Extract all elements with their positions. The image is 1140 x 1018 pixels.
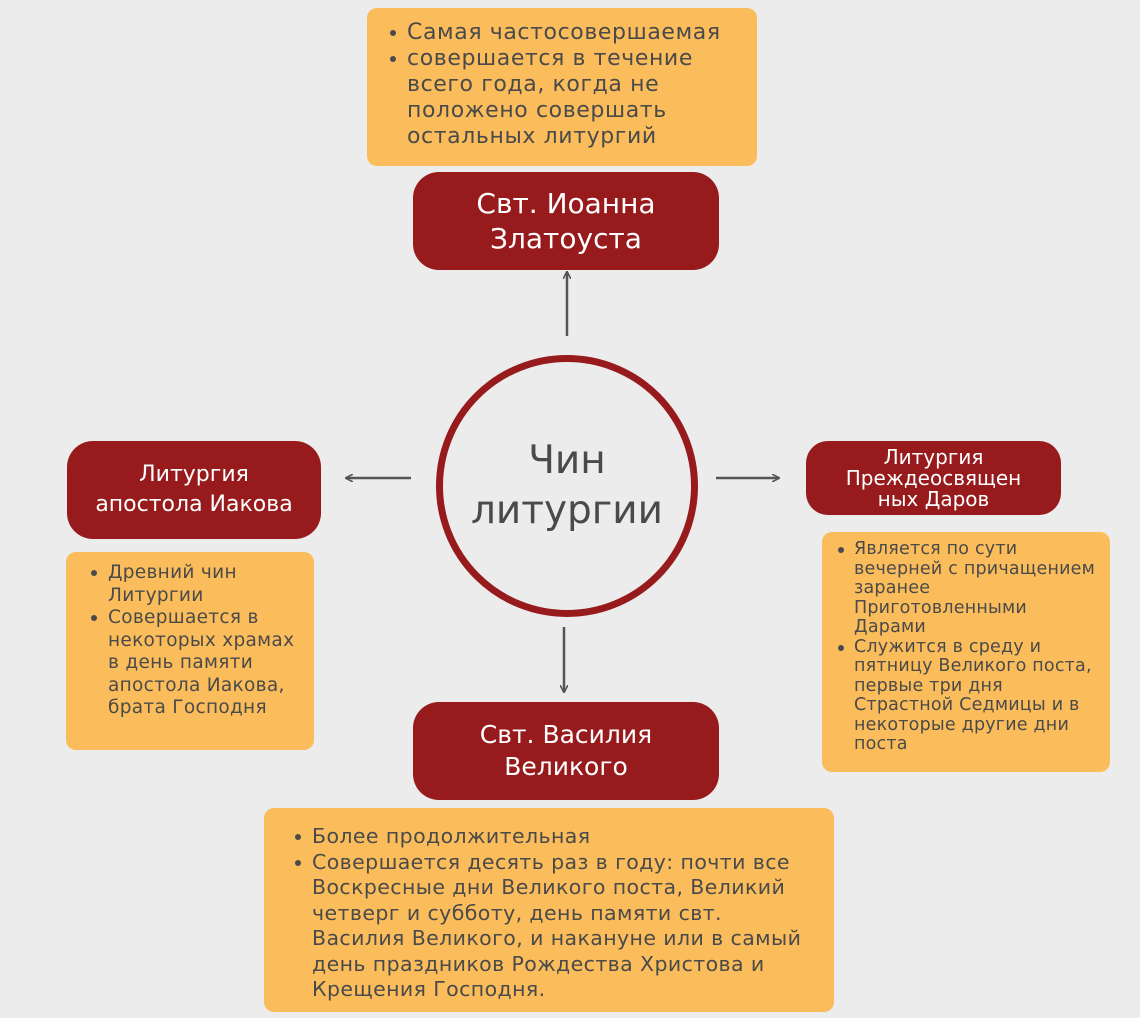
note-basil: Более продолжительная Совершается десять… (264, 808, 834, 1012)
note-james: Древний чин Литургии Совершается в некот… (66, 552, 314, 750)
node-james: Литургия апостола Иакова (67, 441, 321, 539)
node-basil-title: Свт. Василия Великого (479, 720, 653, 781)
node-presanctified: Литургия Преждеосвящен ных Даров (806, 441, 1061, 515)
node-chrysostom-title: Свт. Иоанна Златоуста (476, 187, 656, 255)
note-item: Древний чин Литургии (88, 562, 306, 607)
note-presanctified: Является по сути вечерней с причащением … (822, 532, 1110, 772)
note-chrysostom: Самая частосовершаемая совершается в теч… (367, 8, 757, 166)
center-label: Чин литургии (470, 438, 663, 533)
note-item: совершается в течение всего года, когда … (387, 46, 743, 150)
note-item: Самая частосовершаемая (387, 20, 743, 46)
note-item: Совершается десять раз в году: почти все… (292, 850, 820, 1003)
node-presanctified-title: Литургия Преждеосвящен ных Даров (845, 444, 1022, 511)
node-basil: Свт. Василия Великого (413, 702, 719, 800)
note-item: Является по сути вечерней с причащением … (832, 539, 1104, 638)
note-item: Служится в среду и пятницу Великого пост… (832, 637, 1104, 755)
note-item: Совершается в некоторых храмах в день па… (88, 607, 306, 720)
node-chrysostom: Свт. Иоанна Златоуста (413, 172, 719, 270)
center-node: Чин литургии (436, 355, 698, 617)
note-item: Более продолжительная (292, 824, 820, 850)
node-james-title: Литургия апостола Иакова (95, 462, 293, 517)
